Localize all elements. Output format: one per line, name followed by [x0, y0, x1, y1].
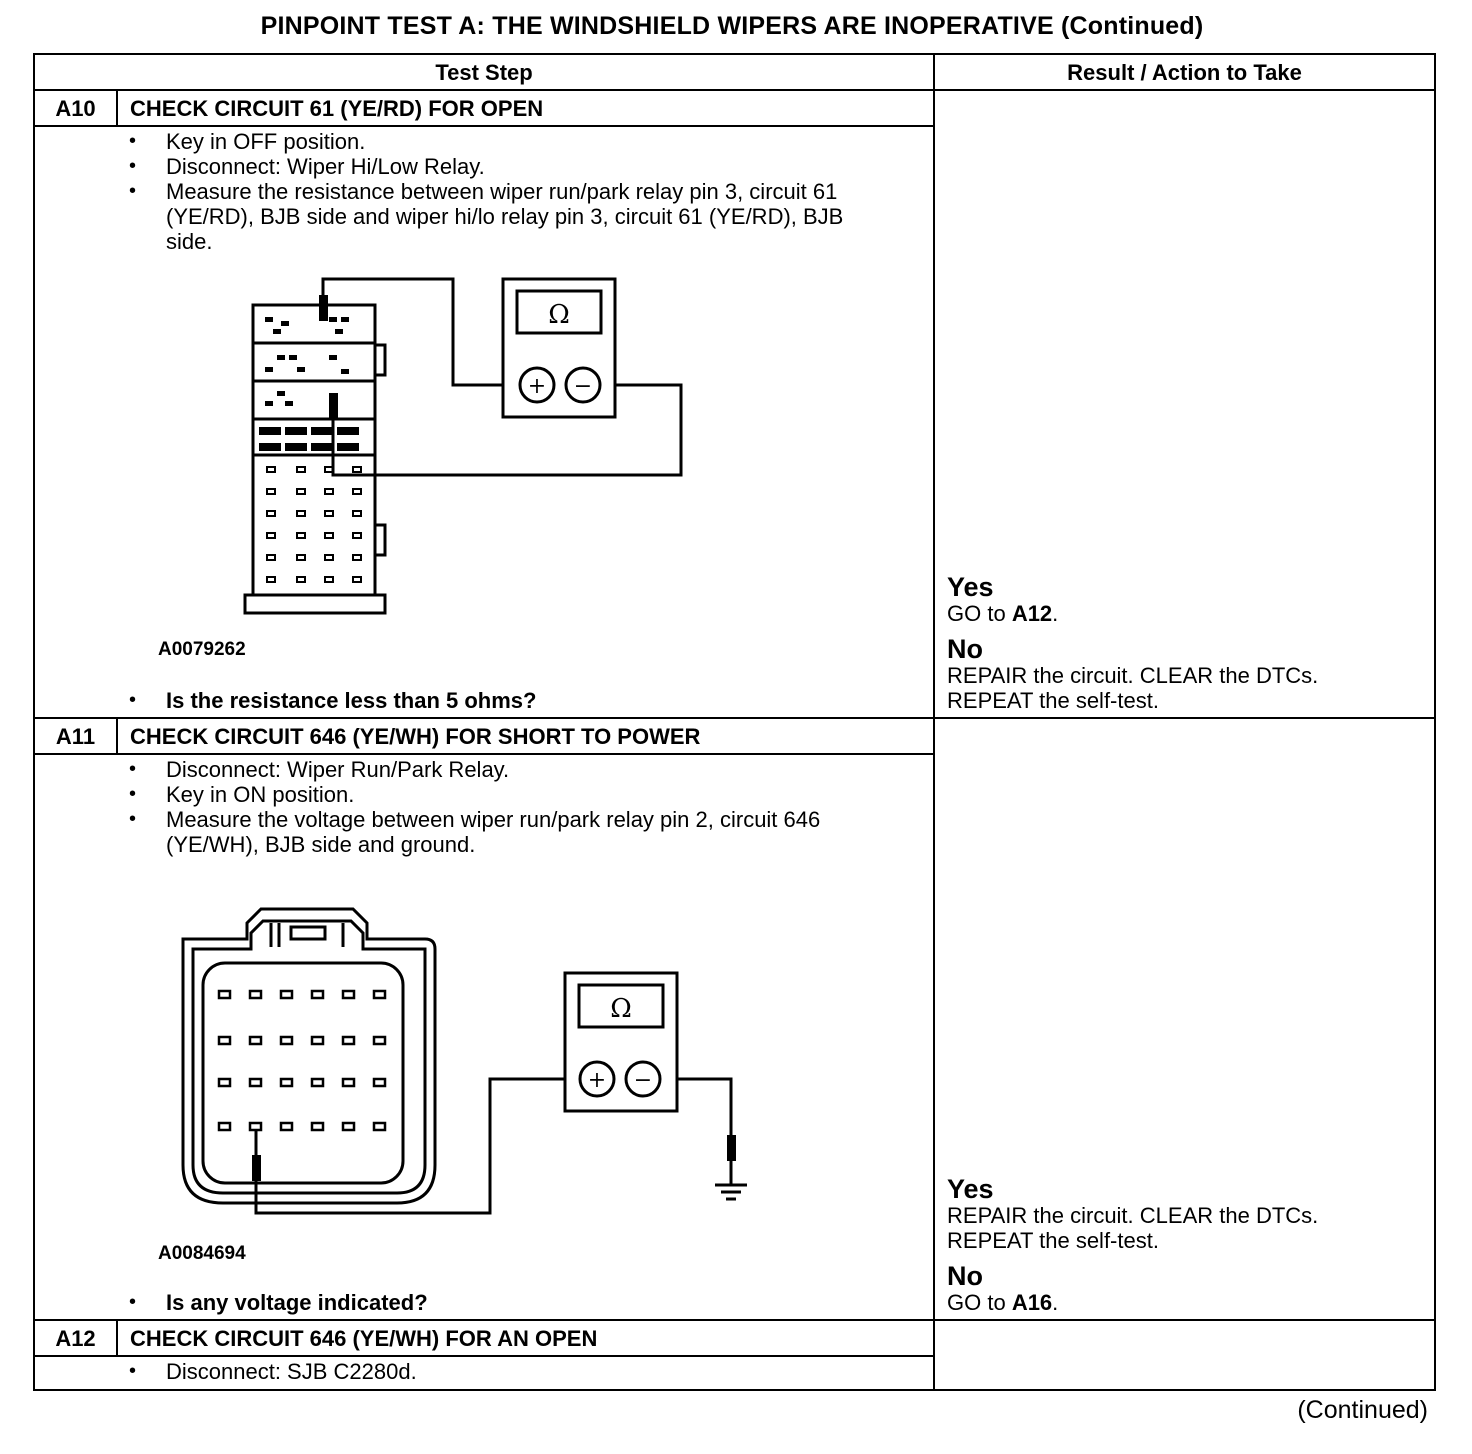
list-item: Measure the resistance between wiper run…: [35, 179, 933, 254]
step-a12-body-row: Disconnect: SJB C2280d.: [32, 1355, 1435, 1391]
step-a11-result: Yes REPAIR the circuit. CLEAR the DTCs. …: [933, 717, 1437, 1321]
list-item: Disconnect: Wiper Hi/Low Relay.: [35, 154, 933, 179]
step-id: A12: [33, 1319, 118, 1357]
step-id: A10: [33, 89, 118, 127]
step-title: CHECK CIRCUIT 61 (YE/RD) FOR OPEN: [115, 89, 936, 127]
result-no-label: No: [947, 1261, 984, 1291]
step-a10-body: Key in OFF position. Disconnect: Wiper H…: [32, 125, 936, 719]
figure-code: A0084694: [158, 1243, 246, 1264]
step-a10-body-row: Key in OFF position. Disconnect: Wiper H…: [32, 125, 1435, 719]
step-question: Is any voltage indicated?: [35, 1290, 428, 1315]
step-a11-title-row: A11 CHECK CIRCUIT 646 (YE/WH) FOR SHORT …: [33, 717, 1437, 1321]
step-a12-title-row: A12 CHECK CIRCUIT 646 (YE/WH) FOR AN OPE…: [33, 1319, 1437, 1391]
list-item: Key in ON position.: [35, 782, 933, 807]
result-yes-action: REPAIR the circuit. CLEAR the DTCs.: [947, 1203, 1319, 1228]
step-a11-body-row: Disconnect: Wiper Run/Park Relay. Key in…: [32, 753, 1435, 1321]
step-a10-title-row: A10 CHECK CIRCUIT 61 (YE/RD) FOR OPEN Ye…: [33, 89, 1437, 719]
result-no-label: No: [947, 634, 984, 664]
result-yes-label: Yes: [947, 1174, 994, 1204]
result-no-action: REPAIR the circuit. CLEAR the DTCs.: [947, 663, 1319, 688]
page-title: PINPOINT TEST A: THE WINDSHIELD WIPERS A…: [260, 12, 1204, 40]
connector-voltage-diagram: Ω + −: [181, 907, 747, 1215]
svg-text:+: +: [528, 374, 546, 399]
goto-step-link[interactable]: A12: [1011, 601, 1053, 626]
list-item: Disconnect: SJB C2280d.: [35, 1359, 933, 1384]
header-test-step: Test Step: [32, 53, 936, 91]
step-title: CHECK CIRCUIT 646 (YE/WH) FOR AN OPEN: [115, 1319, 936, 1357]
bjb-resistance-diagram: Ω + −: [243, 277, 683, 615]
figure-code: A0079262: [158, 639, 246, 660]
step-a10-result: Yes GO to A12. No REPAIR the circuit. CL…: [933, 89, 1437, 719]
step-question: Is the resistance less than 5 ohms?: [35, 688, 536, 713]
svg-text:−: −: [574, 374, 592, 399]
table-header-row: Test Step Result / Action to Take: [32, 53, 1437, 91]
step-bullets: Disconnect: SJB C2280d.: [35, 1357, 933, 1384]
list-item: Key in OFF position.: [35, 129, 933, 154]
step-bullets: Key in OFF position. Disconnect: Wiper H…: [35, 127, 933, 254]
step-bullets: Disconnect: Wiper Run/Park Relay. Key in…: [35, 755, 933, 857]
result-yes-action: GO to A12.: [947, 601, 1059, 626]
step-a12-result: [933, 1319, 1437, 1391]
result-yes-label: Yes: [947, 572, 994, 602]
ohm-symbol: Ω: [548, 300, 570, 330]
step-title: CHECK CIRCUIT 646 (YE/WH) FOR SHORT TO P…: [115, 717, 936, 755]
list-item: Disconnect: Wiper Run/Park Relay.: [35, 757, 933, 782]
step-id: A11: [33, 717, 118, 755]
step-a11-body: Disconnect: Wiper Run/Park Relay. Key in…: [32, 753, 936, 1321]
result-yes-action: REPEAT the self-test.: [947, 1228, 1159, 1253]
step-a12-body: Disconnect: SJB C2280d.: [32, 1355, 936, 1391]
result-no-action: REPEAT the self-test.: [947, 688, 1159, 713]
svg-text:−: −: [634, 1068, 652, 1093]
pinpoint-test-table: Test Step Result / Action to Take A10 CH…: [32, 53, 1437, 1391]
ohm-symbol: Ω: [610, 994, 632, 1024]
svg-text:+: +: [588, 1068, 606, 1093]
continued-label: (Continued): [1297, 1396, 1428, 1424]
header-result-action: Result / Action to Take: [933, 53, 1437, 91]
goto-step-link[interactable]: A16: [1011, 1290, 1053, 1315]
list-item: Measure the voltage between wiper run/pa…: [35, 807, 933, 857]
result-no-action: GO to A16.: [947, 1290, 1059, 1315]
